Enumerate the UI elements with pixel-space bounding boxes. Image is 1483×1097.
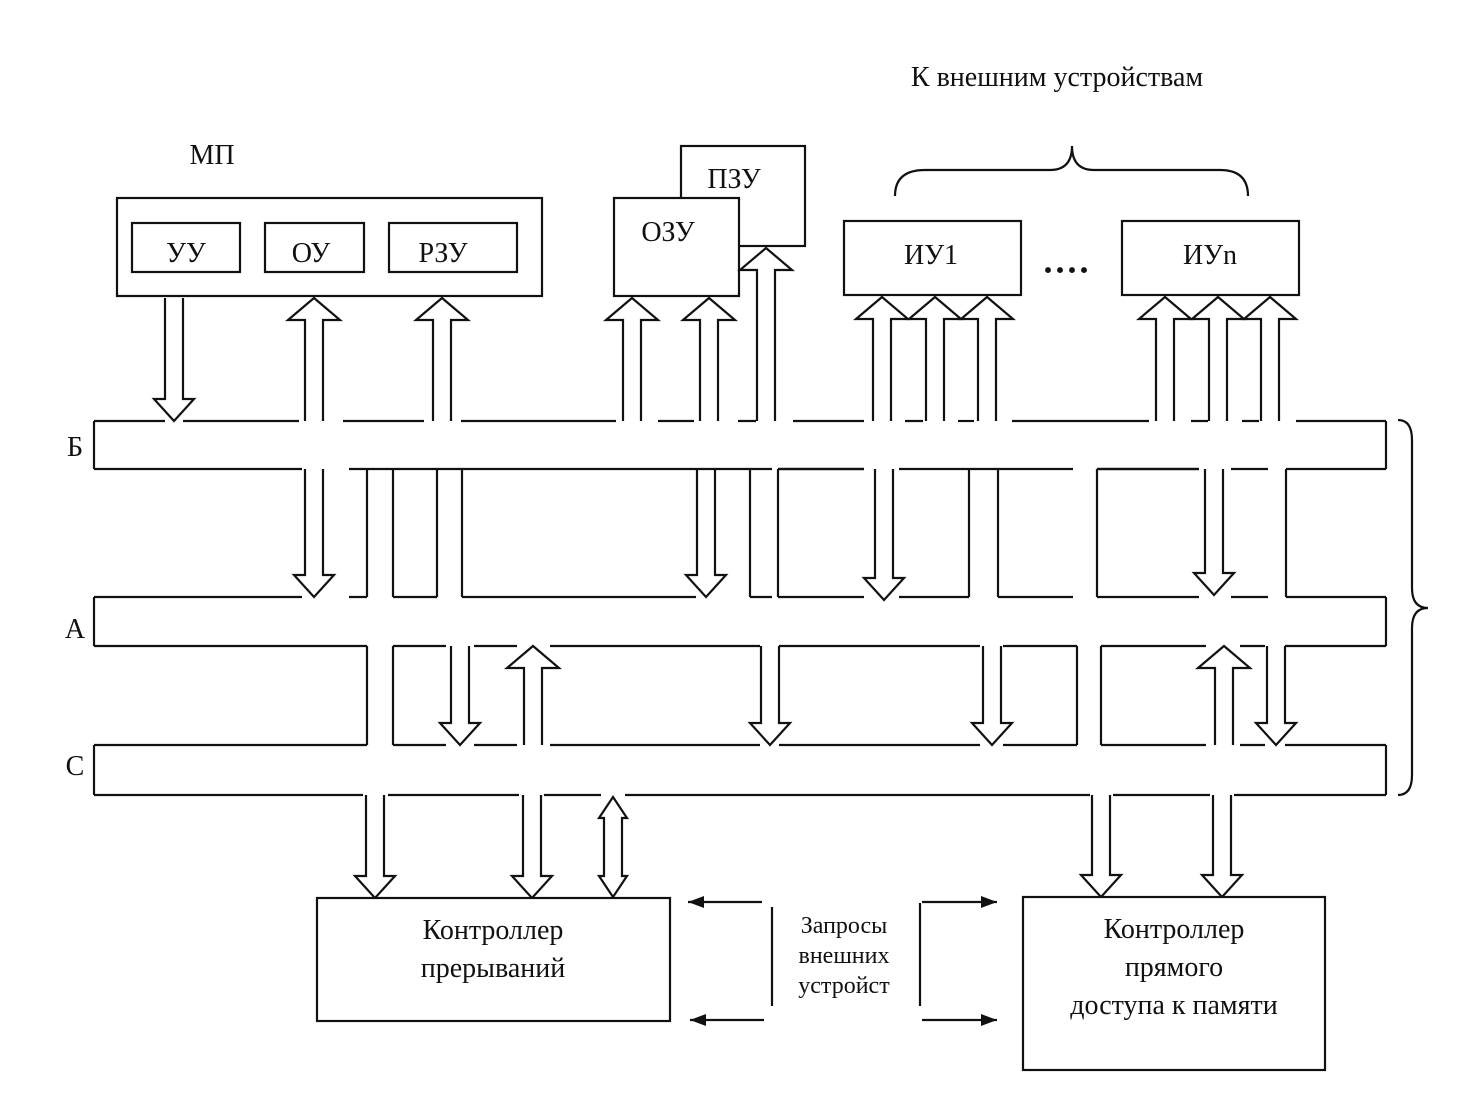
arrow-bus-c-to-bus-a [503, 644, 563, 745]
pzu-label: ПЗУ [707, 164, 761, 195]
bus-a-label: А [65, 614, 86, 645]
arrow-bus-a-to-bus-c-3 [969, 646, 1015, 747]
arrow-bus-b-to-ou [284, 296, 344, 421]
arrow-bus-c-to-dma-controller-2 [1199, 795, 1245, 899]
bus-links [151, 246, 1300, 900]
interrupt-controller-label-1: Контроллер [423, 915, 564, 946]
external-devices-brace [893, 145, 1250, 197]
ou-block [263, 221, 366, 274]
buses [92, 419, 1388, 797]
iu1-block [842, 219, 1023, 297]
bus-group-brace [1397, 418, 1429, 797]
dma-controller-label-2: прямого [1125, 952, 1223, 983]
arrow-bus-b-to-bus-a-3 [861, 469, 907, 602]
bidirectional-arrow-bus-c-interrupt-controller [596, 795, 630, 899]
arrow-bus-b-to-ozu [602, 296, 662, 421]
ou-label: ОУ [292, 238, 331, 269]
arrow-uu-to-bus-b [151, 298, 197, 423]
requests-label-3: устройст [798, 973, 890, 999]
arrow-bus-b-to-rzu [412, 296, 472, 421]
requests-label-2: внешних [799, 943, 890, 969]
arrow-bus-b-to-iu1-3 [957, 295, 1017, 421]
arrow-bus-b-to-iun-1 [1135, 295, 1195, 421]
requests-label-1: Запросы [801, 913, 888, 939]
arrow-bus-b-to-iu1-2 [905, 295, 965, 421]
arrow-bus-c-to-dma-controller [1078, 795, 1124, 899]
bus-c-label: С [66, 751, 85, 782]
arrow-bus-c-to-interrupt-controller-2 [509, 795, 555, 900]
mp-label: МП [189, 140, 234, 171]
arrow-bus-b-to-bus-a-4 [1191, 469, 1237, 597]
arrow-bus-c-to-bus-a-2 [1194, 644, 1254, 745]
arrow-bus-a-to-bus-c-4 [1253, 646, 1299, 747]
uu-block [130, 221, 242, 274]
arrow-bus-b-to-bus-a-2 [683, 469, 729, 599]
iun-block [1120, 219, 1301, 297]
arrow-bus-a-to-bus-c [437, 646, 483, 747]
dma-controller-label-1: Контроллер [1104, 914, 1245, 945]
rzu-block [387, 221, 519, 274]
request-arrow-to-dma-top-head [981, 896, 997, 908]
arrow-bus-b-to-iun-3 [1240, 295, 1300, 421]
ellipsis-label: ···· [1042, 250, 1090, 290]
ozu-block [612, 196, 741, 298]
request-arrow-to-interrupt-top-head [688, 896, 704, 908]
arrow-bus-b-to-iun-2 [1188, 295, 1248, 421]
arrow-bus-a-to-bus-c-2 [747, 646, 793, 747]
arrow-bus-b-to-pzu [736, 246, 796, 421]
uu-label: УУ [166, 238, 206, 269]
arrow-bus-c-to-interrupt-controller [352, 795, 398, 900]
request-arrow-to-interrupt-bottom-head [690, 1014, 706, 1026]
arrow-bus-b-to-iu1-1 [852, 295, 912, 421]
external-devices-label: К внешним устройствам [911, 62, 1203, 93]
ozu-label: ОЗУ [641, 217, 695, 248]
request-arrows [688, 896, 997, 1026]
arrow-bus-b-to-bus-a [291, 469, 337, 599]
dma-controller-label-3: доступа к памяти [1070, 990, 1278, 1021]
arrow-bus-b-to-ozu-2 [679, 296, 739, 421]
interrupt-controller-label-2: прерываний [421, 953, 565, 984]
interrupt-controller-block [315, 896, 672, 1023]
dma-controller-block [1021, 895, 1327, 1072]
iun-label: ИУn [1183, 240, 1237, 271]
rzu-label: РЗУ [418, 238, 467, 269]
request-arrow-to-dma-bottom-head [981, 1014, 997, 1026]
bus-b-label: Б [67, 432, 83, 463]
iu1-label: ИУ1 [904, 240, 958, 271]
